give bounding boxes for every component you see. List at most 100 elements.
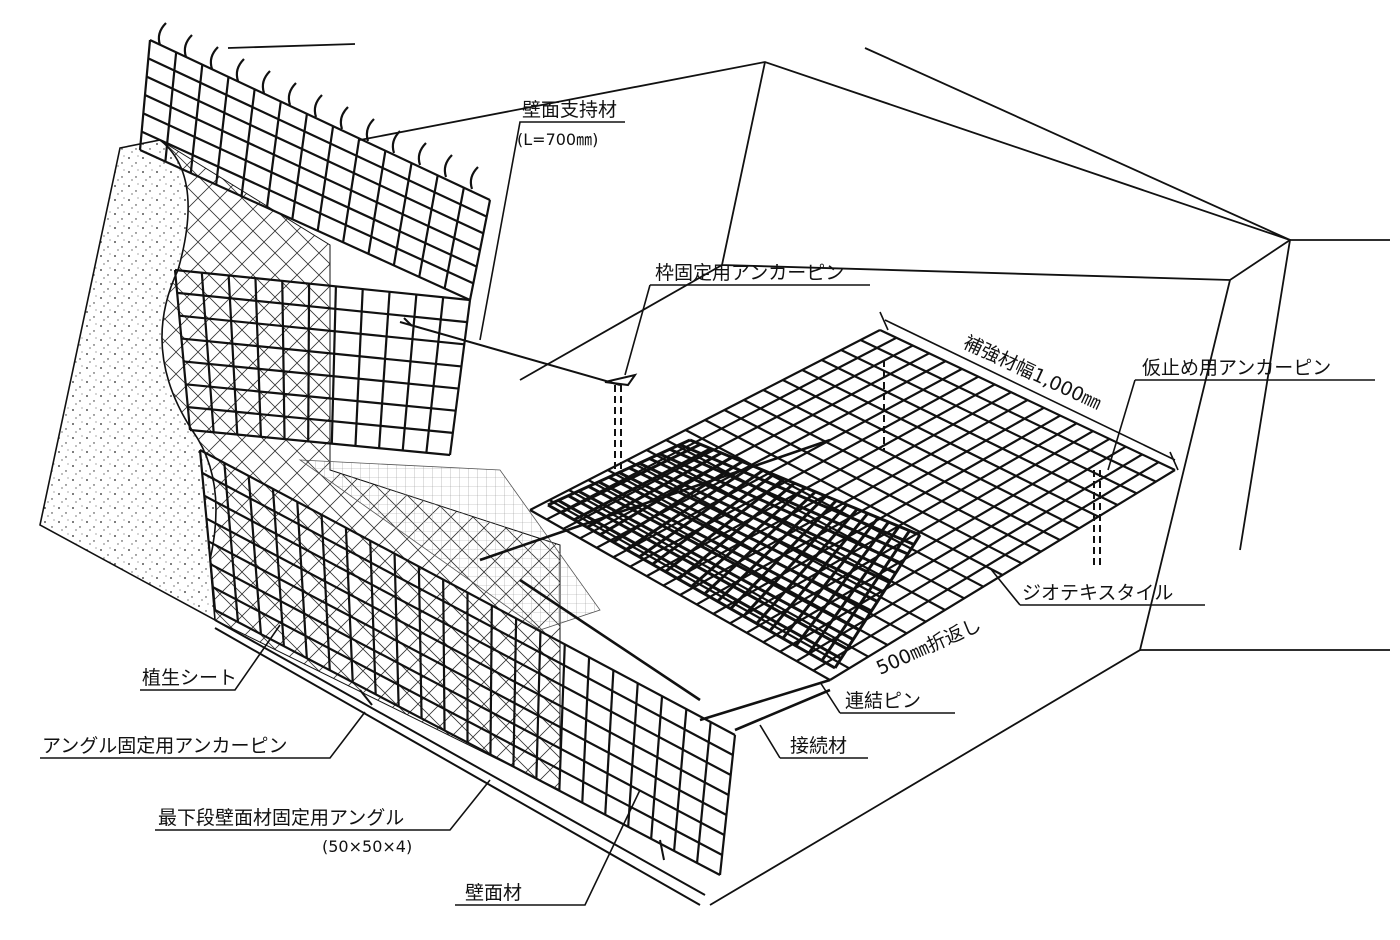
wall-mesh-bar [208,540,727,816]
reinforce-mesh-bar [879,329,1176,471]
bar-tip [261,70,271,94]
reinforce-mesh-bar [762,389,1061,541]
label-wall-material: 壁面材 [465,882,522,904]
wall-mesh-bar [650,696,664,839]
bar-tip [235,58,245,82]
wall-mesh-bar [271,488,285,647]
wall-mesh [138,22,737,876]
wall-mesh-bar [214,609,721,876]
wall-mesh-bar [144,94,481,251]
label-wall-support: 壁面支持材 [522,99,617,121]
upper-mesh-bar [377,291,391,449]
upper-mesh-bar [177,291,468,324]
wall-mesh-bar [147,57,488,218]
geotextile-mesh-bar [618,471,879,603]
upper-mesh-bar [401,294,418,451]
bar-tip [157,22,167,46]
wall-mesh-bar [201,471,734,756]
reinforce-mesh-bar [801,369,1099,518]
upper-mesh-bar [189,428,451,457]
upper-mesh-bar [200,272,215,433]
geotextile-mesh-bar [567,494,848,651]
label-geotextile: ジオテキスタイル [1022,582,1173,604]
anchor-pins [399,317,1101,565]
wall-mesh-bar [247,475,263,635]
reinforce-mesh-bar [685,429,984,588]
geotextile-mesh-bar [689,438,921,537]
label-bottom-angle-size: (50×50×4) [322,837,412,856]
wall-mesh-bar [296,501,308,659]
bar-tip [313,94,323,118]
upper-mesh-bar [181,337,462,368]
wall-mesh-bar [320,514,331,671]
label-frame-anchor: 枠固定用アンカーピン [655,262,844,284]
upper-mesh-bar [254,278,263,437]
wall-mesh-bar [535,631,542,779]
upper-mesh-bar [281,280,286,440]
wall-mesh-bar [672,708,688,852]
upper-mesh-bar [179,314,465,346]
wall-mesh-bar [344,527,354,683]
reinforce-mesh-bar [743,399,1042,553]
wall-mesh-bar [718,734,737,876]
reinforce-mesh-bar [782,379,1080,530]
wall-mesh-bar [489,605,493,755]
upper-mesh-bar [330,286,338,444]
wall-mesh-bar [223,462,240,623]
label-temp-anchor: 仮止め用アンカーピン [1142,357,1331,379]
bar-tip [209,46,219,70]
wall-mesh-bar [417,566,423,719]
label-connect-pin: 連結ピン [845,690,921,712]
upper-mesh-bar [185,383,456,412]
upper-mesh [173,268,1176,681]
wall-mesh-bar [203,494,732,776]
bar-tip [443,154,453,178]
geotextile-mesh-bar [577,489,854,641]
wall-mesh-bar [604,670,615,815]
wall-mesh-bar [210,563,725,836]
bar-tip [287,82,297,106]
upper-mesh-bar [307,283,311,442]
geotextile-mesh-bar [628,466,885,594]
label-angle-anchor: アングル固定用アンカーピン [42,735,287,757]
label-bottom-angle: 最下段壁面材固定用アングル [158,807,404,829]
upper-mesh-bar [448,299,472,456]
upper-mesh-bar [425,297,445,453]
upper-mesh-bar [173,269,192,431]
wall-mesh-bar [512,618,518,767]
reinforce-mesh-bar [529,509,831,681]
reinforce-mesh-bar [821,359,1118,506]
geotextile-mesh-bar [587,485,860,632]
bar-tip [391,130,401,154]
wall-mesh-bar [141,130,474,285]
geotextile-grid [547,438,922,670]
geotextile-mesh-bar [669,447,909,556]
label-connector: 接続材 [790,735,847,757]
excavation-outline [227,43,1390,906]
reinforce-mesh-bar [704,419,1004,576]
reinforce-mesh-bar [723,409,1023,565]
wall-mesh-bar [442,579,446,731]
upper-mesh-bar [187,406,453,434]
label-wall-support-length: (L=700㎜) [517,130,598,149]
geotextile-mesh-bar [547,503,836,670]
geotextile-mesh-bar [679,443,915,546]
wall-mesh-bar [558,644,566,791]
geotextile-mesh-bar [557,499,842,660]
wall-mesh-bar [212,586,723,856]
bar-tip [339,106,349,130]
wall-mesh-bar [198,449,217,611]
upper-mesh-bar [183,360,459,390]
label-vegetation-sheet: 植生シート [142,667,237,689]
wall-mesh-bar [581,657,591,803]
wall-mesh-bar [149,39,491,201]
leader-lines [40,121,1375,906]
wall-mesh-bar [199,449,736,736]
wall-mesh-bar [139,148,471,302]
geotextile-mesh-bar [648,457,897,575]
wall-mesh-bar [369,540,377,695]
bar-tip [417,142,427,166]
bottom-angle [214,619,706,906]
